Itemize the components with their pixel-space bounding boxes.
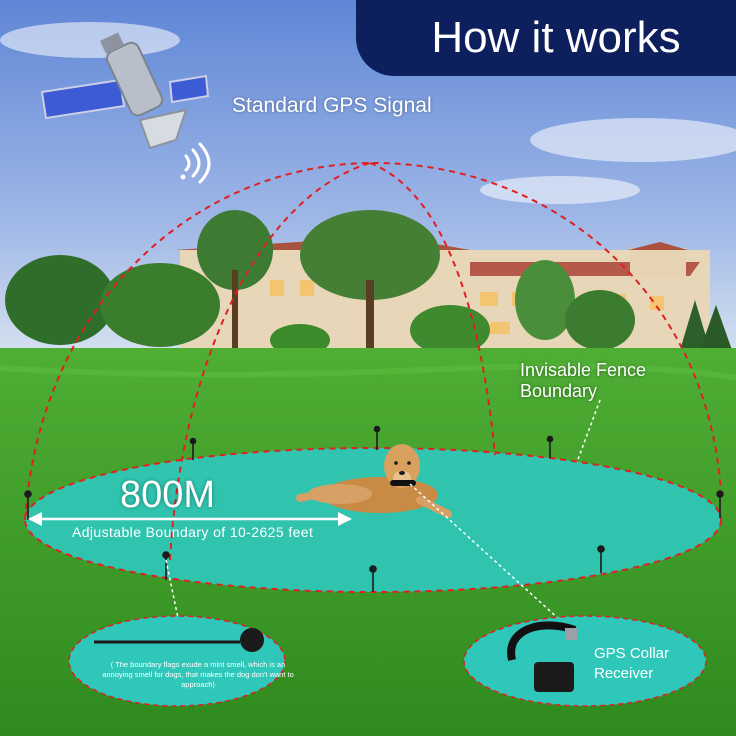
distance-value: 800M [120,474,216,516]
satellite-icon [40,32,210,150]
boundary-description: Adjustable Boundary of 10-2625 feet [72,524,314,540]
flag-note: ( The boundary flags exude a mint smell,… [102,660,294,689]
gps-signal-label: Standard GPS Signal [232,94,432,117]
collar-label-line1: GPS Collar [594,645,670,662]
page-title: How it works [356,0,736,76]
signal-waves-icon [180,142,211,184]
flag-callout-bubble [68,615,286,707]
collar-callout-bubble [463,615,707,707]
fence-label-line2: Boundary [520,381,598,401]
collar-label-line2: Receiver [594,665,654,682]
boundary-area [25,448,721,592]
fence-boundary-label: Invisable Fence Boundary [520,360,646,402]
collar-label: GPS Collar Receiver [594,644,669,684]
invisible-fence-dome [24,161,722,561]
distance-arrow [28,512,352,526]
callout-connectors [165,399,601,621]
fence-label-line1: Invisable Fence [520,360,647,380]
gps-collar-icon [507,621,577,692]
dog-illustration [296,444,452,518]
